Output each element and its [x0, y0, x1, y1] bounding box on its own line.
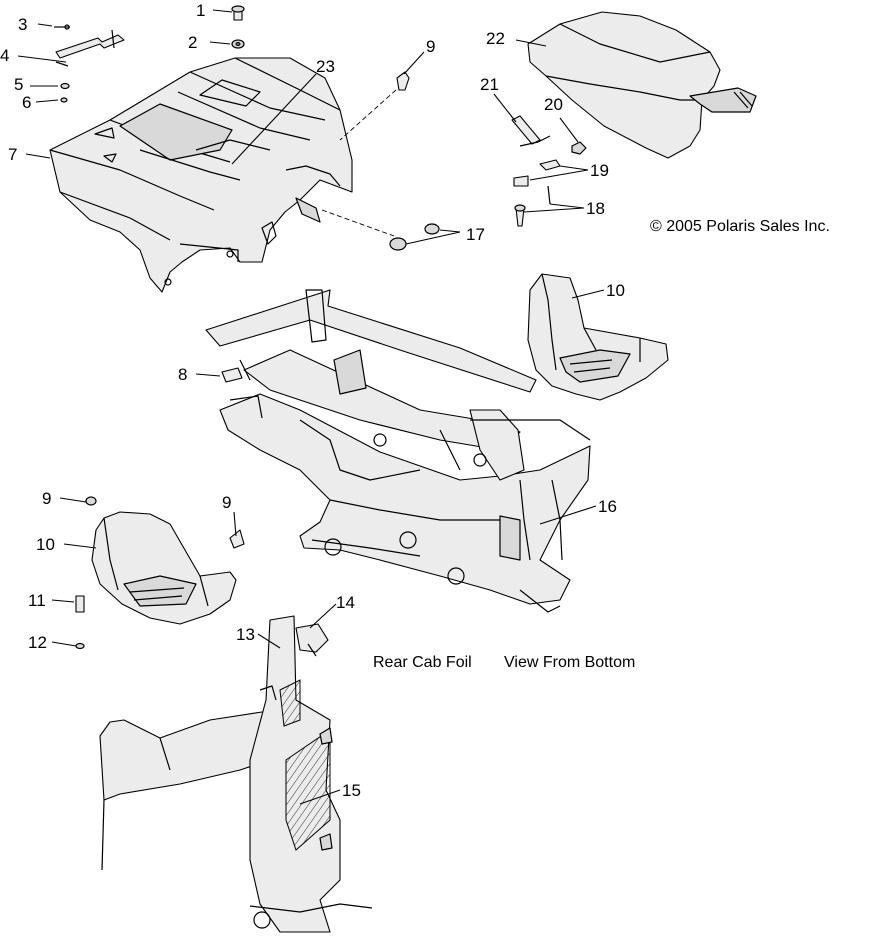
- callout-16: 16: [598, 497, 617, 516]
- caption-view-from-bottom: View From Bottom: [504, 654, 635, 671]
- rear-cab-foil-view: [99, 615, 373, 933]
- callout-3: 3: [18, 15, 27, 34]
- callout-18: 18: [586, 199, 605, 218]
- callout-12: 12: [28, 633, 47, 652]
- assembly-lines-top: [321, 71, 440, 251]
- seat-assembly: [511, 11, 757, 227]
- callout-5: 5: [14, 75, 23, 94]
- callout-6: 6: [22, 93, 31, 112]
- callout-labels: 1 2 3 4 5 6 7 23 9 22 21 20 19 18 17 10 …: [0, 1, 625, 800]
- callout-2: 2: [188, 33, 197, 52]
- callout-22: 22: [486, 29, 505, 48]
- callout-9-mid: 9: [222, 493, 231, 512]
- callout-23: 23: [316, 57, 335, 76]
- callout-8: 8: [178, 365, 187, 384]
- callout-11: 11: [28, 591, 46, 610]
- callout-1: 1: [196, 1, 205, 20]
- callout-4: 4: [0, 46, 9, 65]
- callout-9-left: 9: [42, 489, 51, 508]
- callout-20: 20: [544, 95, 563, 114]
- rear-cab-body: [49, 57, 353, 293]
- vehicle-frame: [205, 289, 591, 613]
- callout-21: 21: [480, 75, 499, 94]
- frame-plate: [221, 367, 243, 383]
- callout-13: 13: [236, 625, 255, 644]
- callout-19: 19: [590, 161, 609, 180]
- callout-7: 7: [8, 145, 17, 164]
- right-footwell: [527, 273, 669, 401]
- hardware-items-top-left: [54, 5, 245, 103]
- callout-10-right: 10: [606, 281, 625, 300]
- callout-15: 15: [342, 781, 361, 800]
- caption-rear-cab-foil: Rear Cab Foil: [373, 654, 472, 671]
- callout-14: 14: [336, 593, 355, 612]
- left-footwell: [75, 496, 245, 650]
- callout-9-top: 9: [426, 37, 435, 56]
- copyright-text: © 2005 Polaris Sales Inc.: [650, 218, 830, 235]
- callout-17: 17: [466, 225, 485, 244]
- callout-10-left: 10: [36, 535, 55, 554]
- leader-lines: [17, 9, 605, 805]
